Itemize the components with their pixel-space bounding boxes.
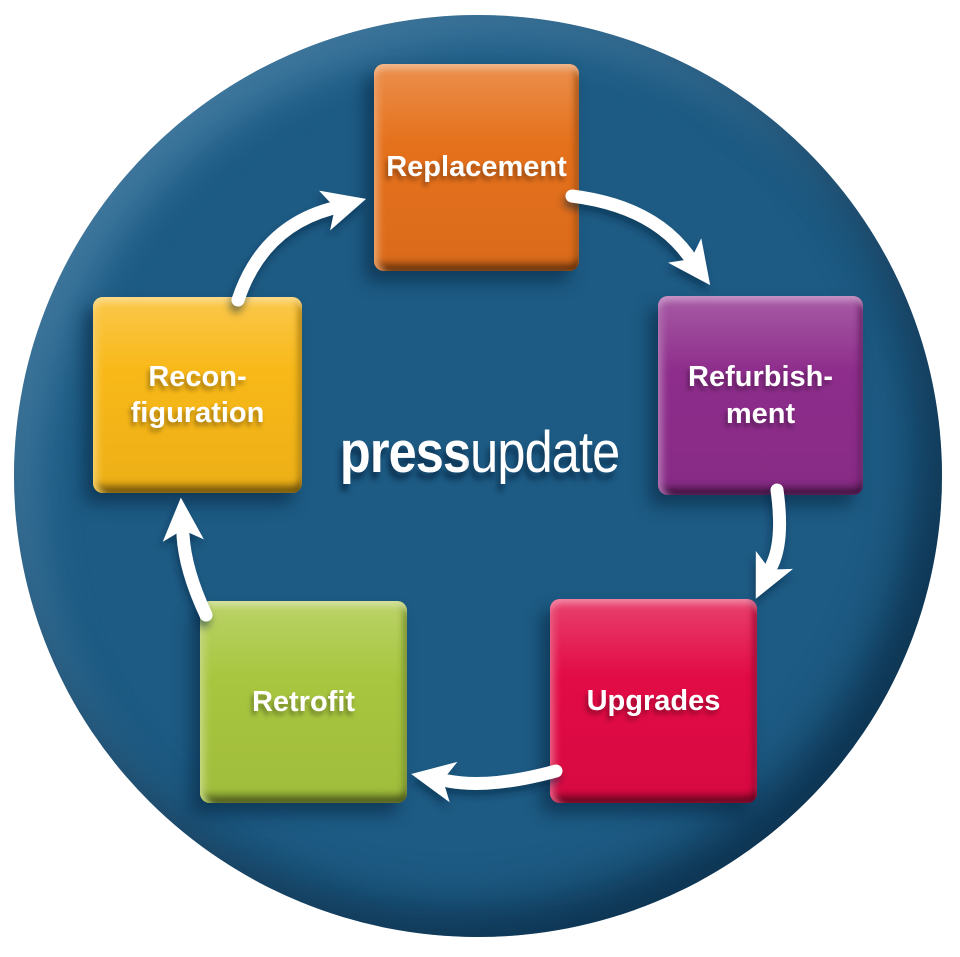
node-retrofit: Retrofit (200, 601, 407, 803)
node-refurbishment: Refurbish- ment (658, 296, 863, 495)
node-upgrades: Upgrades (550, 599, 757, 803)
node-reconfiguration-label: Recon- figuration (130, 360, 265, 429)
node-reconfiguration: Recon- figuration (93, 297, 302, 493)
node-upgrades-label: Upgrades (586, 684, 721, 717)
node-retrofit-label: Retrofit (251, 685, 356, 718)
node-refurbishment-label: Refurbish- ment (688, 361, 833, 430)
node-replacement: Replacement (374, 64, 579, 271)
node-replacement-label: Replacement (386, 151, 567, 184)
